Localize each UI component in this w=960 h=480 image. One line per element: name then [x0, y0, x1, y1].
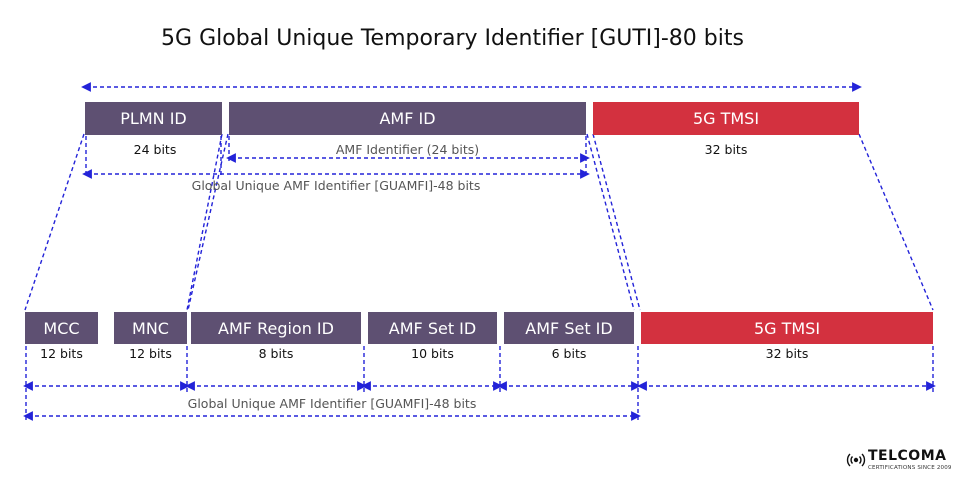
amf-set-id-box-2: AMF Set ID [504, 312, 634, 344]
tmsi-left-diagonal [592, 133, 641, 311]
mcc-box: MCC [25, 312, 98, 344]
amf-left-diagonal [187, 133, 229, 311]
logo-tagline: CERTIFICATIONS SINCE 2009 [868, 465, 952, 471]
tmsi-top-label: 5G TMSI [692, 109, 760, 128]
amf-right-diagonal [586, 133, 635, 311]
tmsi-bottom-label: 5G TMSI [753, 318, 821, 338]
amf-set-id-bits-2: 6 bits [551, 346, 587, 361]
amf-set-id-bits-1: 10 bits [411, 346, 454, 361]
amf-region-id-box: AMF Region ID [191, 312, 361, 344]
amf-id-label: AMF ID [379, 109, 436, 128]
amf-set-id-label-1: AMF Set ID [388, 318, 477, 338]
top-guamfi-note: Global Unique AMF Identifier [GUAMFI]-48… [191, 178, 481, 193]
amf-set-id-box-1: AMF Set ID [368, 312, 497, 344]
tmsi-right-diagonal [858, 133, 934, 311]
plmn-right-diagonal [186, 133, 223, 311]
diagram-title: 5G Global Unique Temporary Identifier [G… [161, 26, 744, 51]
plmn-left-diagonal [24, 133, 85, 311]
signal-waves-icon [846, 453, 866, 467]
plmn-id-label: PLMN ID [120, 109, 187, 128]
amf-identifier-note: AMF Identifier (24 bits) [335, 142, 480, 157]
tmsi-bottom-box: 5G TMSI [641, 312, 933, 344]
tmsi-top-box: 5G TMSI [593, 102, 859, 135]
mcc-label: MCC [43, 318, 80, 338]
mnc-box: MNC [114, 312, 187, 344]
amf-set-id-label-2: AMF Set ID [525, 318, 613, 338]
bottom-guamfi-note: Global Unique AMF Identifier [GUAMFI]-48… [187, 396, 477, 411]
amf-region-id-bits: 8 bits [258, 346, 294, 361]
tmsi-top-bits: 32 bits [704, 142, 748, 157]
plmn-id-box: PLMN ID [85, 102, 222, 135]
plmn-bits: 24 bits [133, 142, 177, 157]
mcc-bits: 12 bits [40, 346, 83, 361]
amf-id-box: AMF ID [229, 102, 586, 135]
telcoma-logo: TELCOMA CERTIFICATIONS SINCE 2009 [846, 448, 956, 474]
mnc-label: MNC [132, 318, 169, 338]
logo-name: TELCOMA [868, 448, 947, 464]
tmsi-bottom-bits: 32 bits [765, 346, 809, 361]
amf-region-id-label: AMF Region ID [218, 318, 334, 338]
mnc-bits: 12 bits [129, 346, 172, 361]
